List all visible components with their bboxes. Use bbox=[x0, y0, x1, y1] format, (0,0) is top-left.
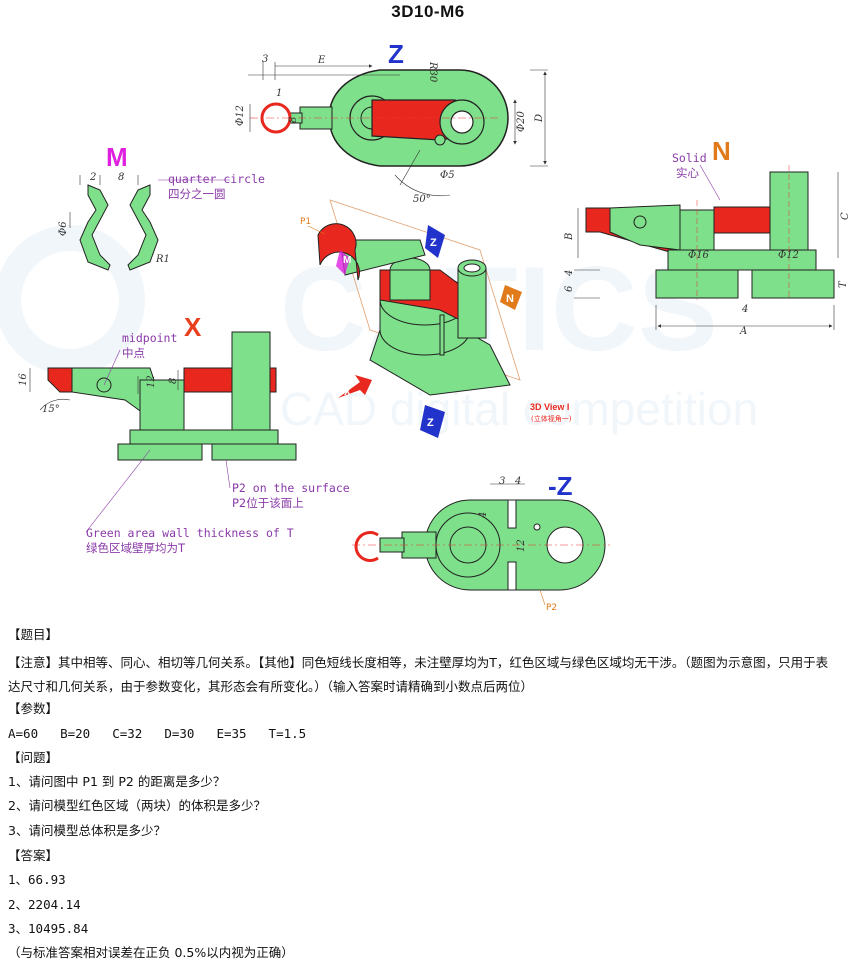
dim-R30: R30 bbox=[427, 61, 438, 83]
section-title: 【题目】 bbox=[8, 627, 59, 642]
dim-E: E bbox=[317, 55, 326, 66]
quarter-circle-label: quarter circle bbox=[168, 172, 265, 186]
solid-label-cn: 实心 bbox=[676, 166, 699, 180]
view-label-n: N bbox=[712, 136, 731, 166]
dim-m8: 8 bbox=[118, 172, 124, 183]
engineering-drawing: CATICS CAD digital competition 3 E R30 1… bbox=[0, 39, 851, 613]
view3d-x-badge: X bbox=[344, 387, 351, 398]
view-3d: P1 M Z N X Z 3D View I (立体视角一) bbox=[300, 199, 572, 438]
dim-d20: Φ20 bbox=[516, 110, 527, 132]
p2-surface-label: P2 on the surface bbox=[232, 481, 350, 495]
dim-1: 1 bbox=[276, 88, 282, 99]
param-t: T=1.5 bbox=[268, 726, 307, 741]
params-row: A=60 B=20 C=32 D=30 E=35 T=1.5 bbox=[8, 725, 328, 743]
footnote: （与标准答案相对误差在正负 0.5%以内视为正确） bbox=[8, 945, 294, 960]
view-label-neg-z: -Z bbox=[548, 471, 573, 501]
dim-z3: 3 bbox=[499, 476, 505, 487]
view3d-n-badge: N bbox=[506, 293, 514, 305]
side-view-n bbox=[574, 164, 839, 330]
question-1: 1、请问图中 P1 到 P2 的距离是多少？ bbox=[8, 774, 226, 789]
answer-2: 2、2204.14 bbox=[8, 897, 81, 912]
dim-nB: B bbox=[564, 233, 575, 241]
dim-n4: 4 bbox=[564, 270, 575, 277]
side-view-n-labels: N Solid 实心 B C Φ16 Φ12 6 4 4 A T bbox=[564, 136, 851, 337]
dim-nC: C bbox=[840, 212, 851, 220]
question-2: 2、请问模型红色区域（两块）的体积是多少？ bbox=[8, 798, 266, 813]
dim-z4: 4 bbox=[514, 476, 521, 487]
dim-nT: T bbox=[838, 280, 849, 288]
top-view-z bbox=[248, 62, 548, 197]
p2-surface-label-cn: P2位于该面上 bbox=[232, 496, 304, 510]
front-view-x bbox=[29, 331, 297, 533]
dim-n16: Φ16 bbox=[688, 250, 710, 261]
dim-3: 3 bbox=[262, 54, 268, 65]
dim-x16: 16 bbox=[18, 373, 29, 386]
section-m-labels: M 2 8 Φ6 R1 quarter circle 四分之一圆 bbox=[58, 142, 265, 265]
dim-x15: 15° bbox=[42, 404, 60, 415]
midpoint-label-cn: 中点 bbox=[122, 346, 145, 360]
view3d-label: 3D View I bbox=[530, 402, 569, 412]
view-label-x: X bbox=[184, 312, 202, 342]
dim-D: D bbox=[534, 114, 545, 123]
dim-nA: A bbox=[739, 326, 747, 337]
dim-x12: 12 bbox=[146, 375, 157, 388]
midpoint-label: midpoint bbox=[122, 331, 177, 345]
view3d-m-badge: M bbox=[343, 255, 351, 266]
dim-8: 8 bbox=[288, 117, 299, 123]
answers-title: 【答案】 bbox=[8, 848, 59, 863]
p2-label: P2 bbox=[546, 603, 557, 613]
param-e: E=35 bbox=[216, 726, 247, 741]
bottom-view-neg-z bbox=[352, 483, 610, 606]
view-label-z: Z bbox=[388, 39, 404, 69]
solid-label: Solid bbox=[672, 151, 707, 165]
front-view-x-labels: X midpoint 中点 16 12 8 15° P2 on the surf… bbox=[18, 312, 350, 555]
dim-z12: 12 bbox=[516, 539, 527, 552]
question-3: 3、请问模型总体积是多少？ bbox=[8, 823, 166, 838]
dim-n6: 6 bbox=[564, 285, 575, 292]
bottom-view-neg-z-labels: -Z 3 4 4 12 P2 bbox=[478, 471, 573, 613]
param-b: B=20 bbox=[60, 726, 91, 741]
view3d-z-badge: Z bbox=[430, 237, 437, 249]
view3d-negz-badge: Z bbox=[427, 417, 434, 429]
top-view-z-labels: 3 E R30 1 Φ12 8 Φ20 D Φ5 50° Z bbox=[235, 39, 545, 205]
wall-thickness-label: Green area wall thickness of T bbox=[86, 526, 294, 540]
dim-x8: 8 bbox=[168, 378, 179, 384]
dim-z4b: 4 bbox=[478, 512, 489, 519]
view-label-m: M bbox=[106, 142, 128, 172]
view3d-sublabel: (立体视角一) bbox=[531, 414, 572, 423]
param-a: A=60 bbox=[8, 726, 39, 741]
questions-title: 【问题】 bbox=[8, 750, 59, 765]
dim-d12: Φ12 bbox=[235, 105, 246, 126]
dim-mR1: R1 bbox=[155, 254, 170, 265]
dim-n12: Φ12 bbox=[778, 250, 799, 261]
p1-label: P1 bbox=[300, 217, 311, 227]
answer-1: 1、66.93 bbox=[8, 872, 66, 887]
dim-50: 50° bbox=[413, 194, 431, 205]
note-text: 【注意】其中相等、同心、相切等几何关系。【其他】同色短线长度相等，未注壁厚均为T… bbox=[8, 655, 829, 694]
section-m bbox=[69, 175, 230, 271]
dim-m6: Φ6 bbox=[58, 221, 69, 236]
dim-n4b: 4 bbox=[741, 304, 748, 315]
wall-thickness-label-cn: 绿色区域壁厚均为T bbox=[86, 541, 186, 555]
param-c: C=32 bbox=[112, 726, 143, 741]
dim-m2: 2 bbox=[89, 172, 96, 183]
answer-3: 3、10495.84 bbox=[8, 921, 89, 936]
page-title: 3D10-M6 bbox=[391, 2, 465, 21]
quarter-circle-label-cn: 四分之一圆 bbox=[168, 187, 226, 201]
dim-d5: Φ5 bbox=[440, 170, 455, 181]
svg-text:CAD digital competition: CAD digital competition bbox=[280, 383, 758, 435]
params-title: 【参数】 bbox=[8, 701, 59, 716]
param-d: D=30 bbox=[164, 726, 195, 741]
